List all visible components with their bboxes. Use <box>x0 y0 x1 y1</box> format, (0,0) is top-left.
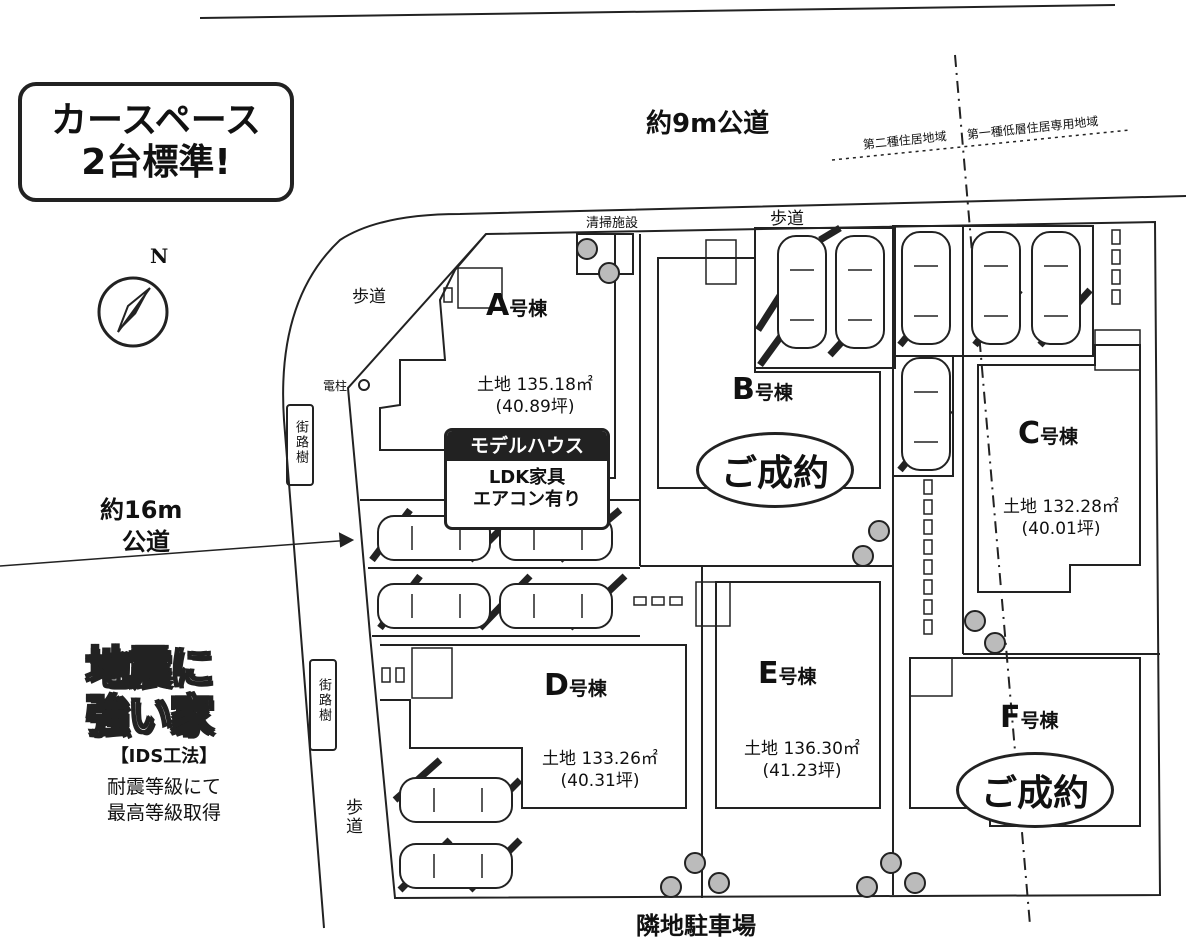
lot-f-name: F号棟 <box>1000 700 1059 735</box>
lot-e-name: E号棟 <box>758 656 817 691</box>
tree-icon <box>984 632 1006 654</box>
tree-icon <box>880 852 902 874</box>
north-compass-icon <box>97 276 169 348</box>
quake-headline-1: 地震に <box>85 643 215 694</box>
car-space-badge: カースペース 2台標準! <box>18 82 294 202</box>
street-tree-label-north: 街路樹 <box>293 420 308 465</box>
lot-a-name: A号棟 <box>486 288 548 323</box>
lot-d-name: D号棟 <box>544 668 607 703</box>
model-house-box: モデルハウス LDK家具エアコン有り <box>444 428 610 530</box>
sidewalk-west: 歩道 <box>352 287 386 307</box>
tree-icon <box>852 545 874 567</box>
lot-c-name: C号棟 <box>1018 416 1079 451</box>
tree-icon <box>684 852 706 874</box>
lot-b-name: B号棟 <box>732 372 793 407</box>
sidewalk-southwest: 歩道 <box>342 798 362 836</box>
tree-icon <box>904 872 926 894</box>
west-road-label: 公道 <box>122 528 170 556</box>
tree-icon <box>598 262 620 284</box>
tree-icon <box>856 876 878 898</box>
cleaning-facility-label: 清掃施設 <box>586 216 639 231</box>
model-house-body: LDK家具エアコン有り <box>473 467 581 510</box>
sidewalk-north: 歩道 <box>770 209 804 229</box>
quake-headline-2: 強い家 <box>85 691 215 742</box>
compass-label: N <box>150 244 169 268</box>
lot-b-sold-badge: ご成約 <box>696 432 854 508</box>
tree-icon <box>708 872 730 894</box>
lot-f-sold-badge: ご成約 <box>956 752 1114 828</box>
street-tree-label-south: 街路樹 <box>316 678 331 723</box>
tree-icon <box>660 876 682 898</box>
lot-e-area: 土地 136.30㎡(41.23坪) <box>744 739 860 781</box>
tree-icon <box>964 610 986 632</box>
north-road-label: 約9m公道 <box>646 109 770 139</box>
badge-line1: カースペース <box>51 100 261 141</box>
quake-method: 【IDS工法】 <box>110 746 218 767</box>
tree-icon <box>868 520 890 542</box>
lot-c-area: 土地 132.28㎡(40.01坪) <box>1003 497 1119 539</box>
lot-a-area: 土地 135.18㎡(40.89坪) <box>477 375 593 417</box>
west-road-width: 約16m <box>100 496 183 524</box>
lot-d-area: 土地 133.26㎡(40.31坪) <box>542 749 658 791</box>
model-house-header: モデルハウス <box>447 431 607 461</box>
badge-line2: 2台標準! <box>81 142 231 183</box>
south-neighbor-parking: 隣地駐車場 <box>636 912 756 940</box>
tree-icon <box>576 238 598 260</box>
utility-pole-label: 電柱 <box>323 379 348 393</box>
quake-description: 耐震等級にて最高等級取得 <box>106 776 221 824</box>
